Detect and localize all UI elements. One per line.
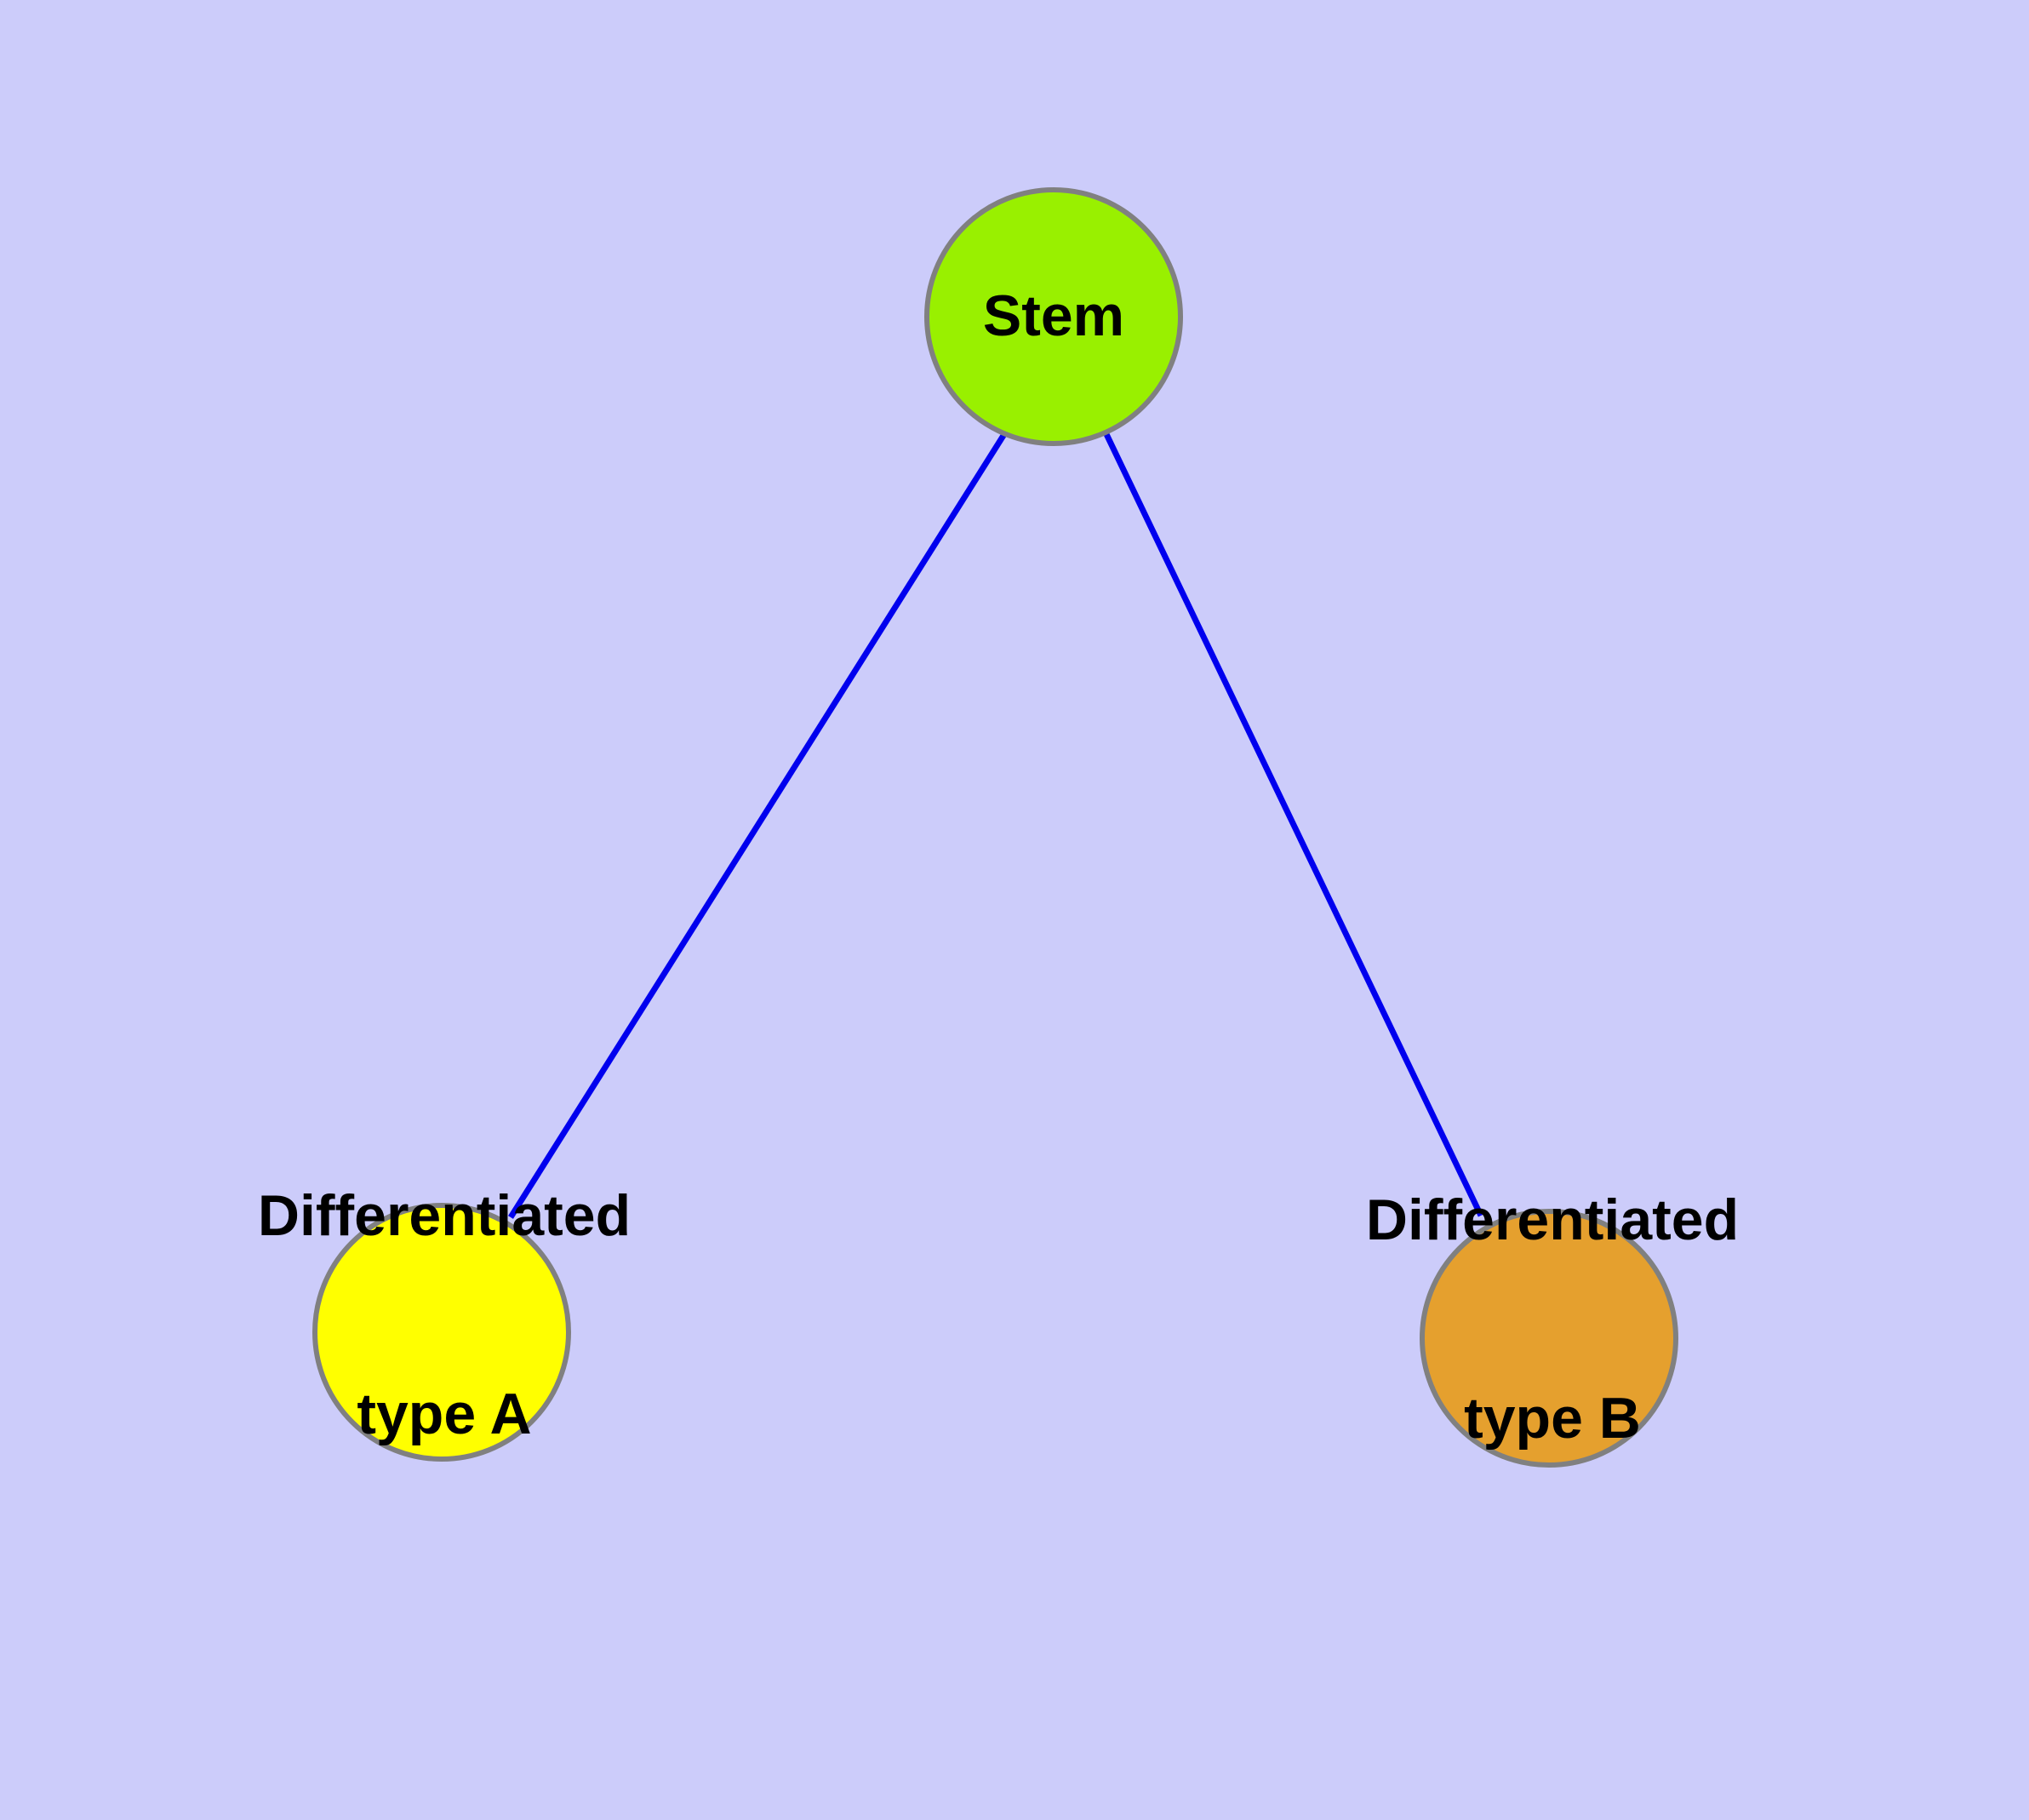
- edge-group: [508, 432, 1484, 1219]
- node-differentiated-type-b[interactable]: [1420, 1209, 1678, 1468]
- edge-stem-to-type-a[interactable]: [508, 432, 1007, 1219]
- node-group: [312, 187, 1678, 1468]
- node-stem[interactable]: [924, 187, 1183, 446]
- node-differentiated-type-a[interactable]: [312, 1203, 571, 1462]
- edge-stem-to-type-b[interactable]: [1103, 432, 1484, 1217]
